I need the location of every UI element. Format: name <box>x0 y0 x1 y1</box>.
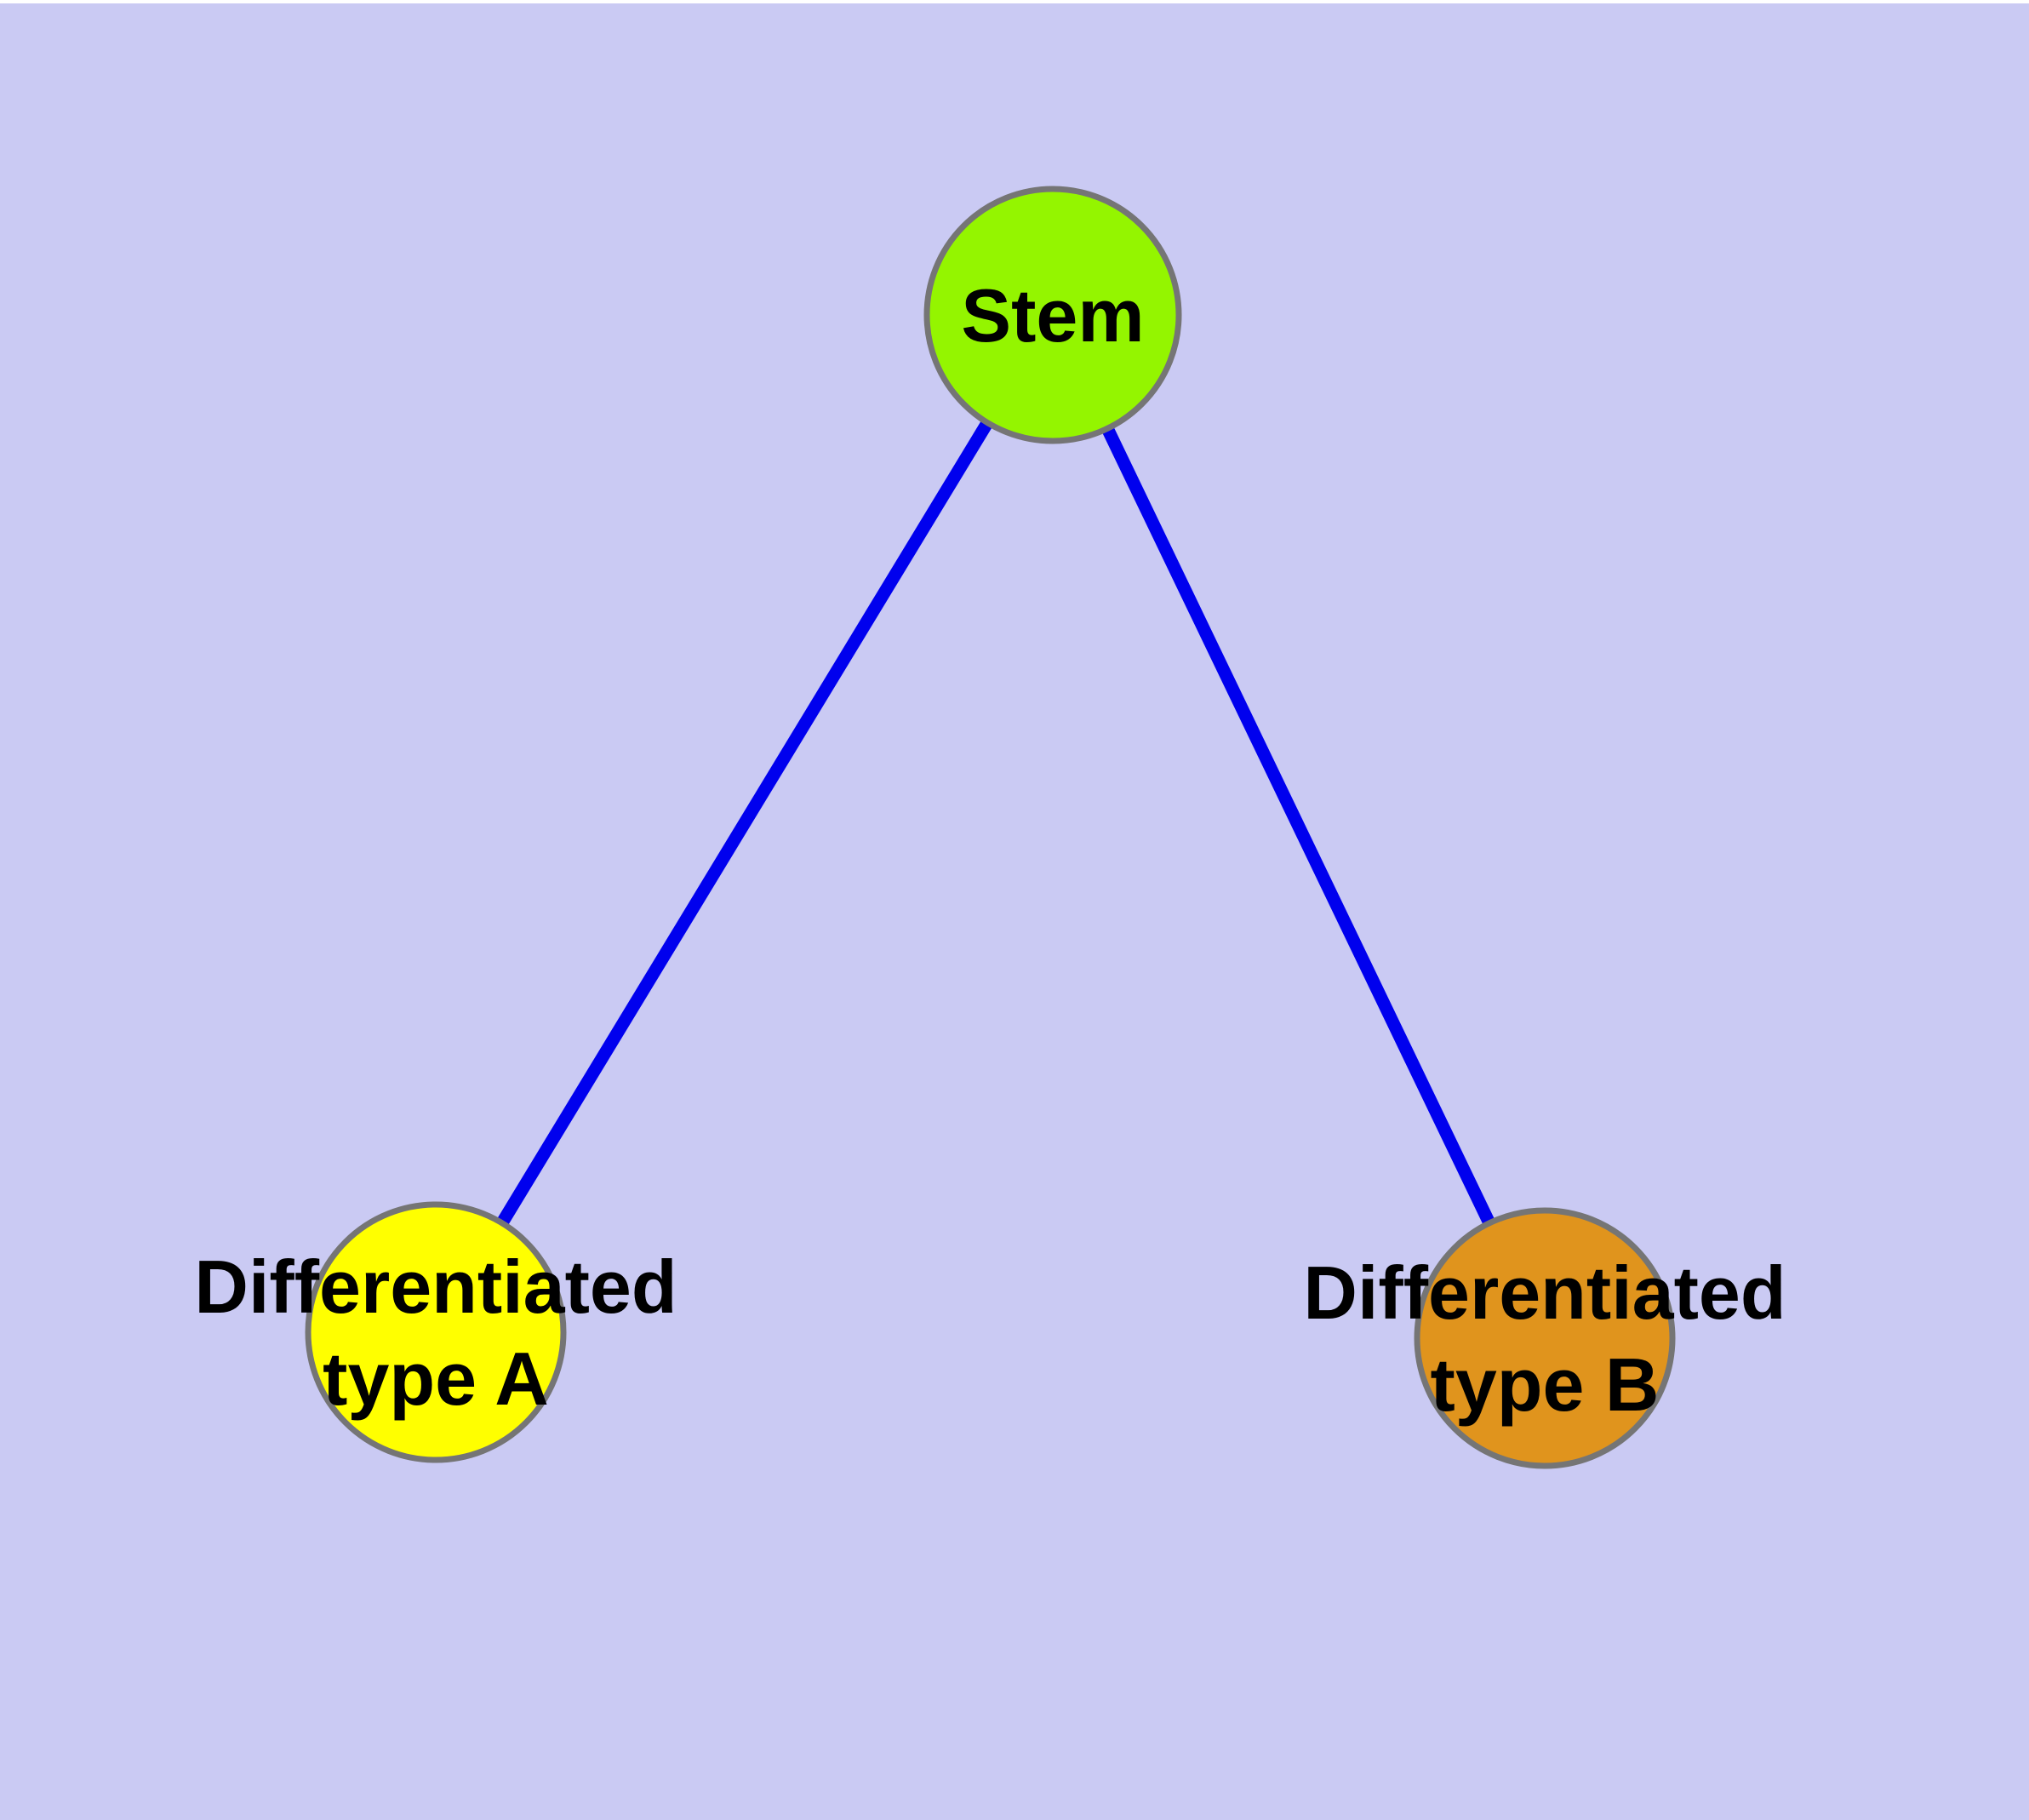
edges <box>430 312 1551 1342</box>
canvas-top-margin <box>0 0 2029 3</box>
node-stem-label: Stem <box>961 273 1144 358</box>
node-type-b-label-line2: type B <box>1431 1342 1660 1427</box>
edge-stem-to-type-a <box>430 312 1059 1336</box>
nodes <box>305 186 1676 1469</box>
edge-stem-to-type-b <box>1047 312 1551 1342</box>
node-stem[interactable] <box>923 186 1182 444</box>
node-labels: Stem Differentiated type A Differentiate… <box>194 273 1786 1427</box>
node-differentiated-type-a[interactable] <box>305 1201 567 1463</box>
node-type-b-label-line1: Differentiated <box>1303 1251 1786 1335</box>
node-differentiated-type-b[interactable] <box>1414 1207 1676 1469</box>
node-type-a-label-line1: Differentiated <box>194 1245 677 1329</box>
node-type-a-label-line2: type A <box>323 1336 549 1421</box>
